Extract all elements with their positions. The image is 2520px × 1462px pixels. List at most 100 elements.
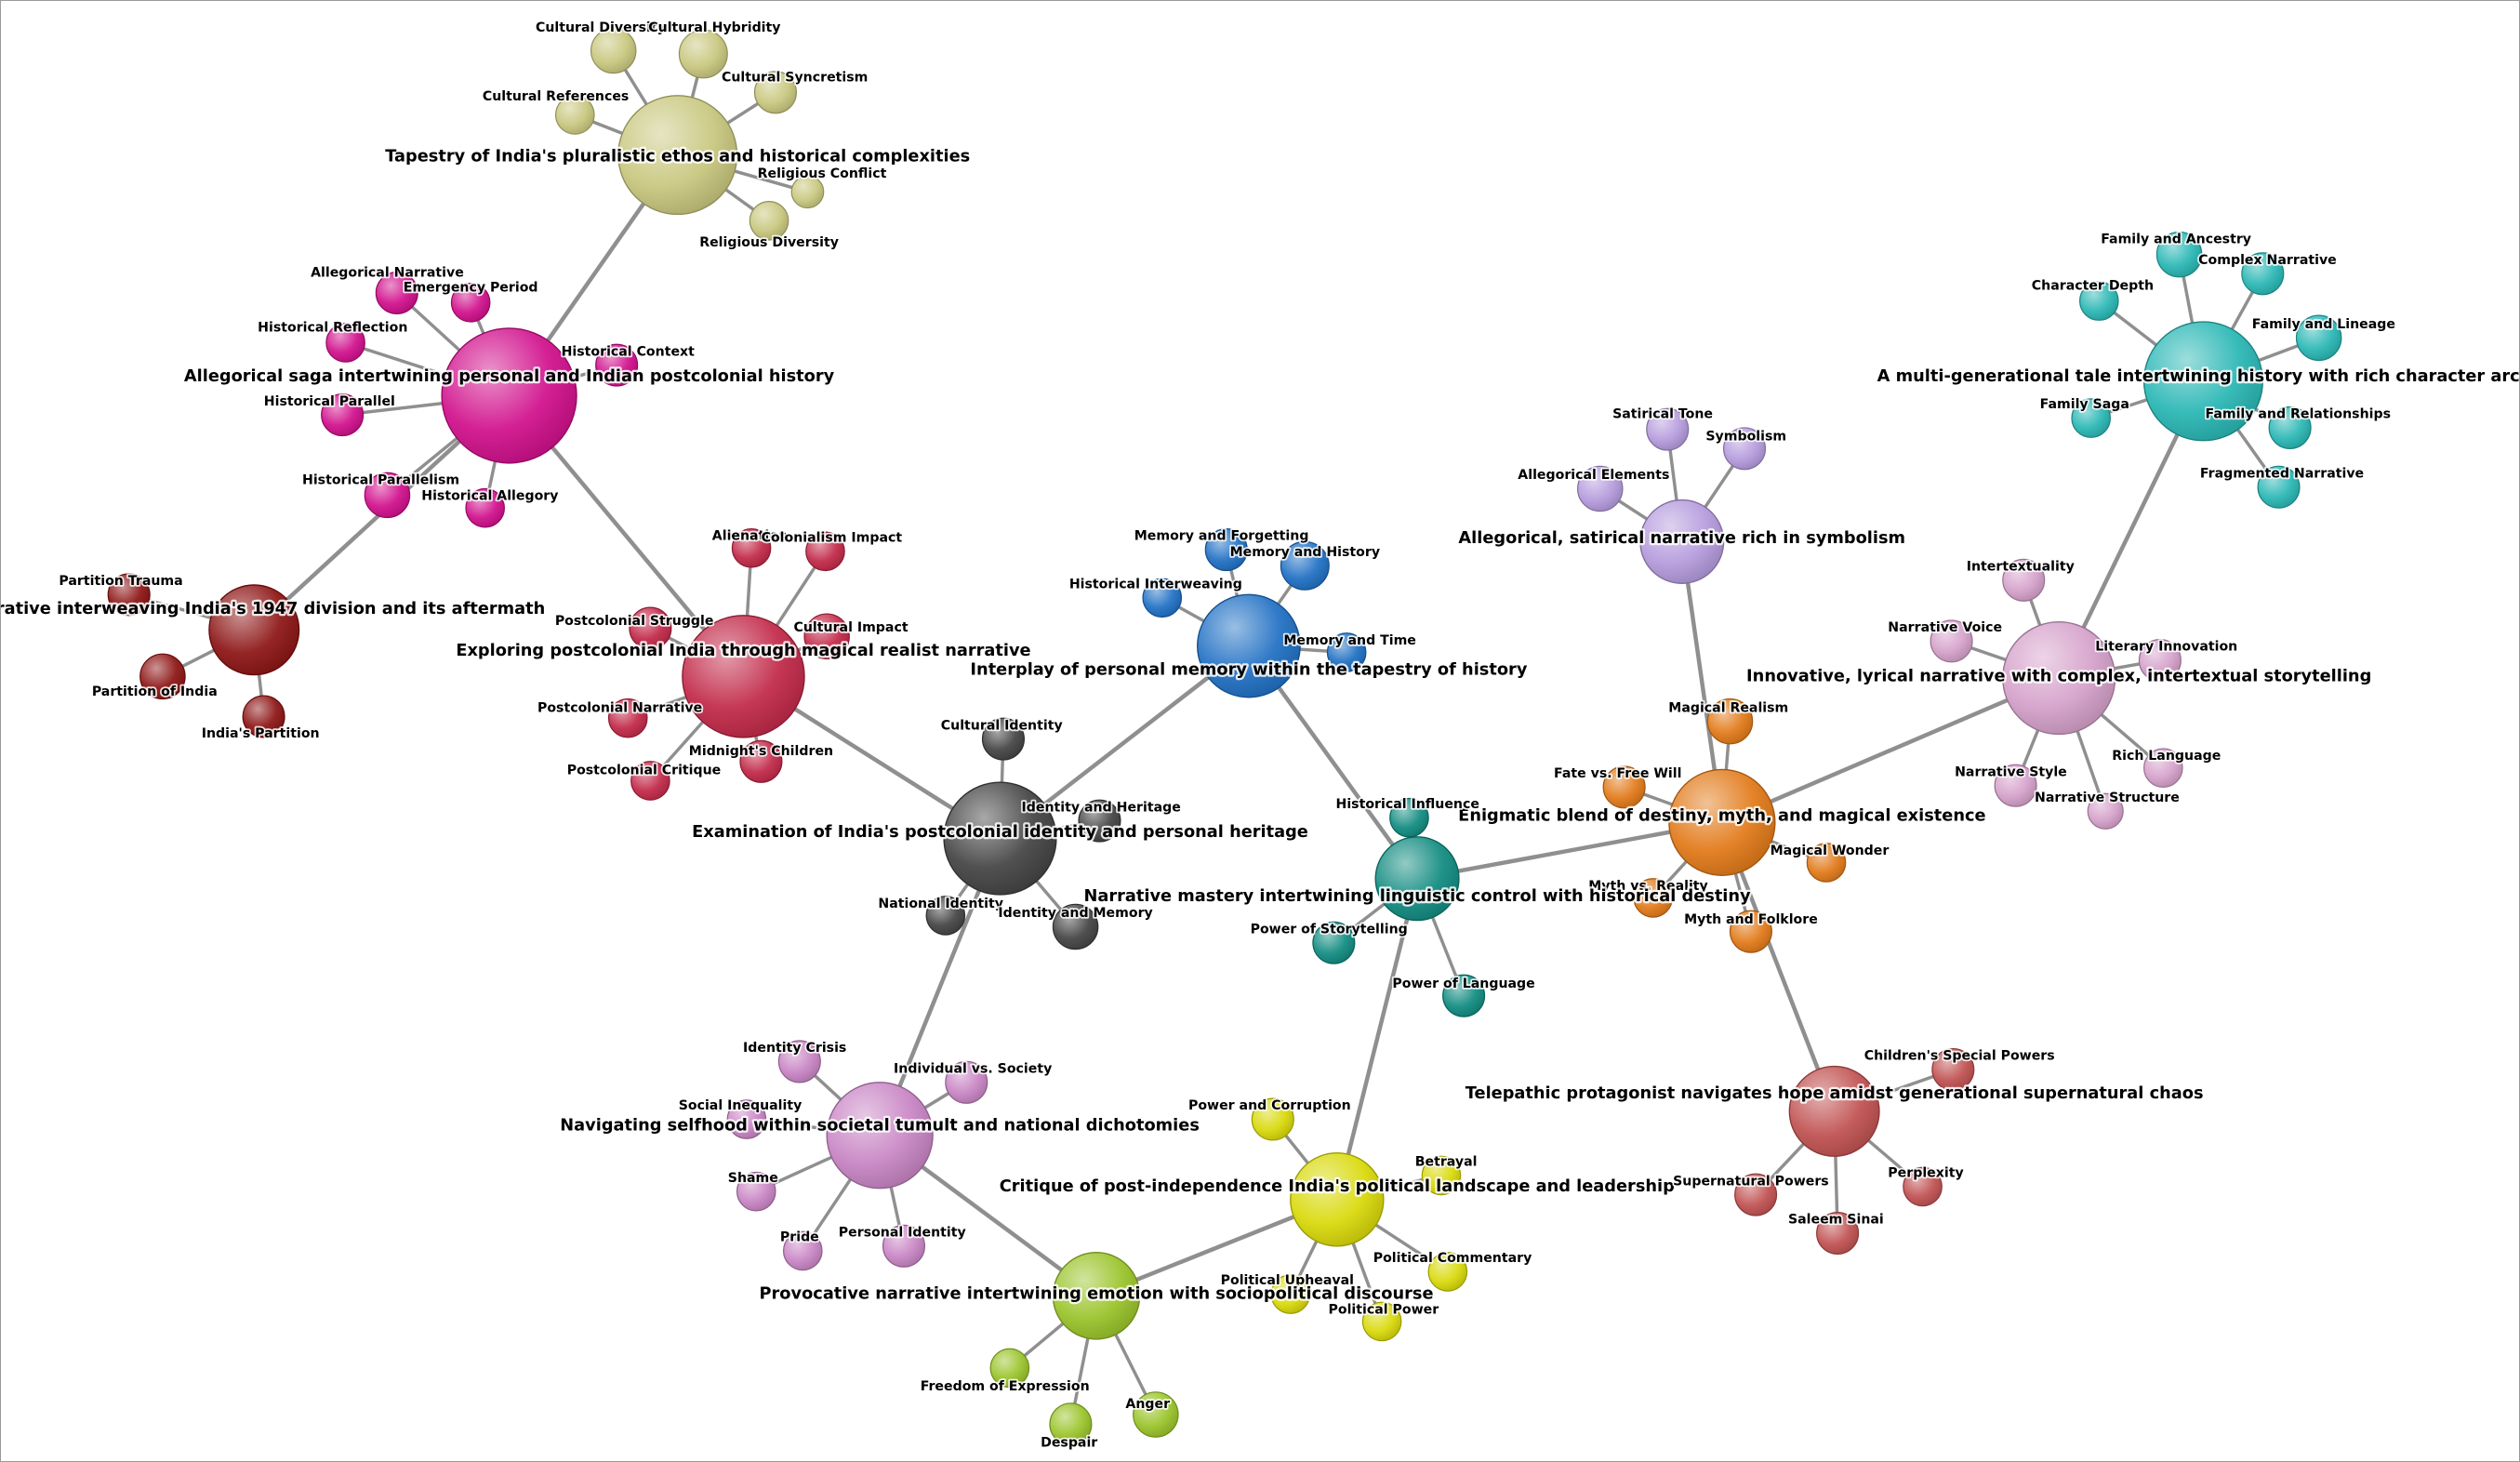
topic-node[interactable] [321,393,365,437]
cluster-hub-node[interactable] [826,1082,934,1190]
topic-node[interactable] [726,1099,767,1139]
topic-node[interactable] [1806,843,1847,883]
topic-node[interactable] [882,1224,926,1268]
topic-node[interactable] [678,29,728,79]
topic-node[interactable] [629,606,672,650]
topic-node[interactable] [375,271,418,315]
topic-node[interactable] [1204,528,1248,572]
cluster-hub-node[interactable] [1197,593,1301,698]
topic-node[interactable] [2087,792,2124,830]
topic-node[interactable] [1994,764,2037,807]
topic-node[interactable] [1931,1048,1975,1092]
topic-node[interactable] [736,1171,776,1212]
topic-node[interactable] [2071,398,2111,438]
topic-label: Memory and Time [1283,633,1416,648]
topic-node[interactable] [1577,465,1624,512]
topic-node[interactable] [731,528,772,568]
cluster-hub-node[interactable] [208,584,300,676]
topic-node[interactable] [782,1230,823,1271]
topic-node[interactable] [2155,231,2203,278]
cluster-hub-node[interactable] [1639,498,1725,584]
topic-label: Supernatural Powers [1673,1174,1829,1189]
topic-node[interactable] [1903,1166,1943,1207]
cluster-hub-node[interactable] [2142,321,2263,442]
topic-node[interactable] [1326,632,1367,672]
topic-label: Rich Language [2112,749,2221,764]
cluster-hub-node[interactable] [943,781,1057,896]
topic-node[interactable] [790,175,825,209]
topic-node[interactable] [555,95,595,135]
topic-label: Family and Ancestry [2101,233,2251,247]
topic-label: Allegorical Narrative [311,266,464,281]
topic-node[interactable] [107,573,151,617]
topic-node[interactable] [1427,1252,1468,1292]
topic-node[interactable] [1142,578,1183,618]
cluster-hub-node[interactable] [682,615,805,738]
topic-node[interactable] [803,613,850,659]
topic-node[interactable] [1421,1155,1462,1196]
topic-node[interactable] [749,201,789,241]
topic-node[interactable] [1602,765,1646,809]
topic-node[interactable] [1734,1173,1778,1216]
topic-node[interactable] [1723,427,1767,471]
topic-node[interactable] [1133,1391,1179,1438]
topic-label: Personal Identity [839,1225,966,1240]
topic-node[interactable] [139,653,186,700]
topic-node[interactable] [753,71,797,114]
topic-node[interactable] [805,531,845,572]
cluster-hub-node[interactable] [1374,836,1460,922]
cluster-hub-node[interactable] [1290,1152,1385,1247]
topic-node[interactable] [325,323,365,363]
topic-node[interactable] [465,487,505,528]
topic-node[interactable] [595,343,639,387]
topic-label: Cultural Diversity [536,20,666,35]
topic-node[interactable] [945,1060,988,1104]
cluster-label: Examination of India's postcolonial iden… [692,823,1308,842]
topic-node[interactable] [630,761,670,801]
topic-label: Freedom of Expression [921,1379,1090,1394]
cluster-hub-node[interactable] [441,327,577,464]
topic-node[interactable] [2138,639,2182,683]
topic-node[interactable] [2002,558,2046,602]
topic-node[interactable] [777,1040,821,1083]
topic-node[interactable] [1816,1211,1860,1256]
topic-node[interactable] [1633,878,1673,918]
topic-node[interactable] [450,283,491,323]
topic-node[interactable] [925,896,966,936]
topic-node[interactable] [1706,698,1754,745]
topic-node[interactable] [1052,903,1099,950]
topic-node[interactable] [1280,540,1330,591]
cluster-hub-node[interactable] [617,95,738,216]
topic-node[interactable] [1389,797,1429,838]
topic-node[interactable] [1270,1274,1311,1314]
topic-node[interactable] [364,472,411,519]
topic-node[interactable] [2241,252,2285,296]
topic-node[interactable] [590,27,637,74]
cluster-hub-node[interactable] [1788,1065,1880,1157]
cluster-hub-node[interactable] [1668,768,1776,876]
topic-node[interactable] [1049,1402,1093,1446]
topic-node[interactable] [1729,910,1772,953]
topic-label: Myth vs. Reality [1588,879,1708,894]
topic-label: Satirical Tone [1612,407,1713,422]
cluster-hub-node[interactable] [2002,620,2116,736]
topic-node[interactable] [989,1348,1030,1389]
topic-node[interactable] [2268,405,2312,449]
topic-node[interactable] [1930,619,1973,663]
topic-label: Character Depth [2032,279,2154,294]
topic-node[interactable] [981,717,1025,761]
topic-node[interactable] [2257,465,2301,509]
topic-node[interactable] [242,695,285,738]
topic-node[interactable] [1312,921,1356,964]
topic-node[interactable] [739,739,783,783]
topic-node[interactable] [2079,281,2119,321]
topic-node[interactable] [1646,407,1690,451]
topic-node[interactable] [607,698,648,738]
topic-node[interactable] [2143,748,2183,788]
topic-node[interactable] [1251,1097,1294,1141]
topic-node[interactable] [1078,799,1121,843]
topic-node[interactable] [1442,974,1486,1017]
cluster-hub-node[interactable] [1052,1252,1141,1340]
topic-node[interactable] [1361,1301,1402,1342]
topic-node[interactable] [2295,314,2342,362]
